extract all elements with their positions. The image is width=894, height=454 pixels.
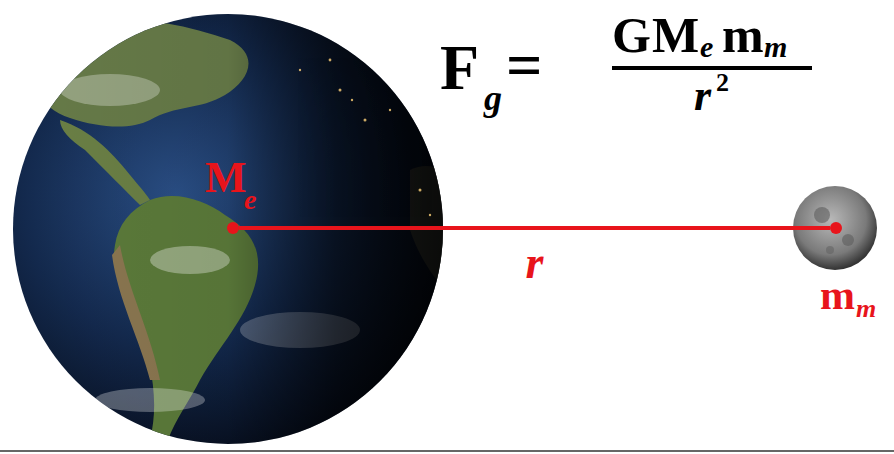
moon-crater [814, 207, 830, 223]
moon-crater [826, 246, 834, 254]
formula-symbol: r [694, 74, 711, 118]
formula-operator: = [506, 34, 542, 98]
distance-line [239, 226, 830, 230]
formula-symbol: M [652, 10, 699, 60]
formula-symbol: F [440, 36, 479, 100]
mass-subscript: e [244, 186, 256, 214]
mass-subscript: m [856, 296, 876, 322]
formula-symbol: G [612, 10, 651, 60]
mass-symbol: m [820, 274, 855, 316]
formula-subscript: m [764, 32, 787, 62]
formula-subscript: g [484, 80, 502, 116]
fraction-bar [612, 66, 812, 70]
moon-crater [842, 234, 854, 246]
formula-exponent: 2 [716, 70, 729, 96]
formula-symbol: m [722, 10, 764, 60]
center-point: mm [830, 222, 842, 234]
mass-symbol: M [205, 156, 247, 200]
baseline-rule [0, 450, 894, 452]
formula-subscript: e [700, 32, 713, 62]
city-lights [299, 59, 431, 217]
distance-label: r [526, 240, 544, 286]
center-point: Me [227, 222, 239, 234]
